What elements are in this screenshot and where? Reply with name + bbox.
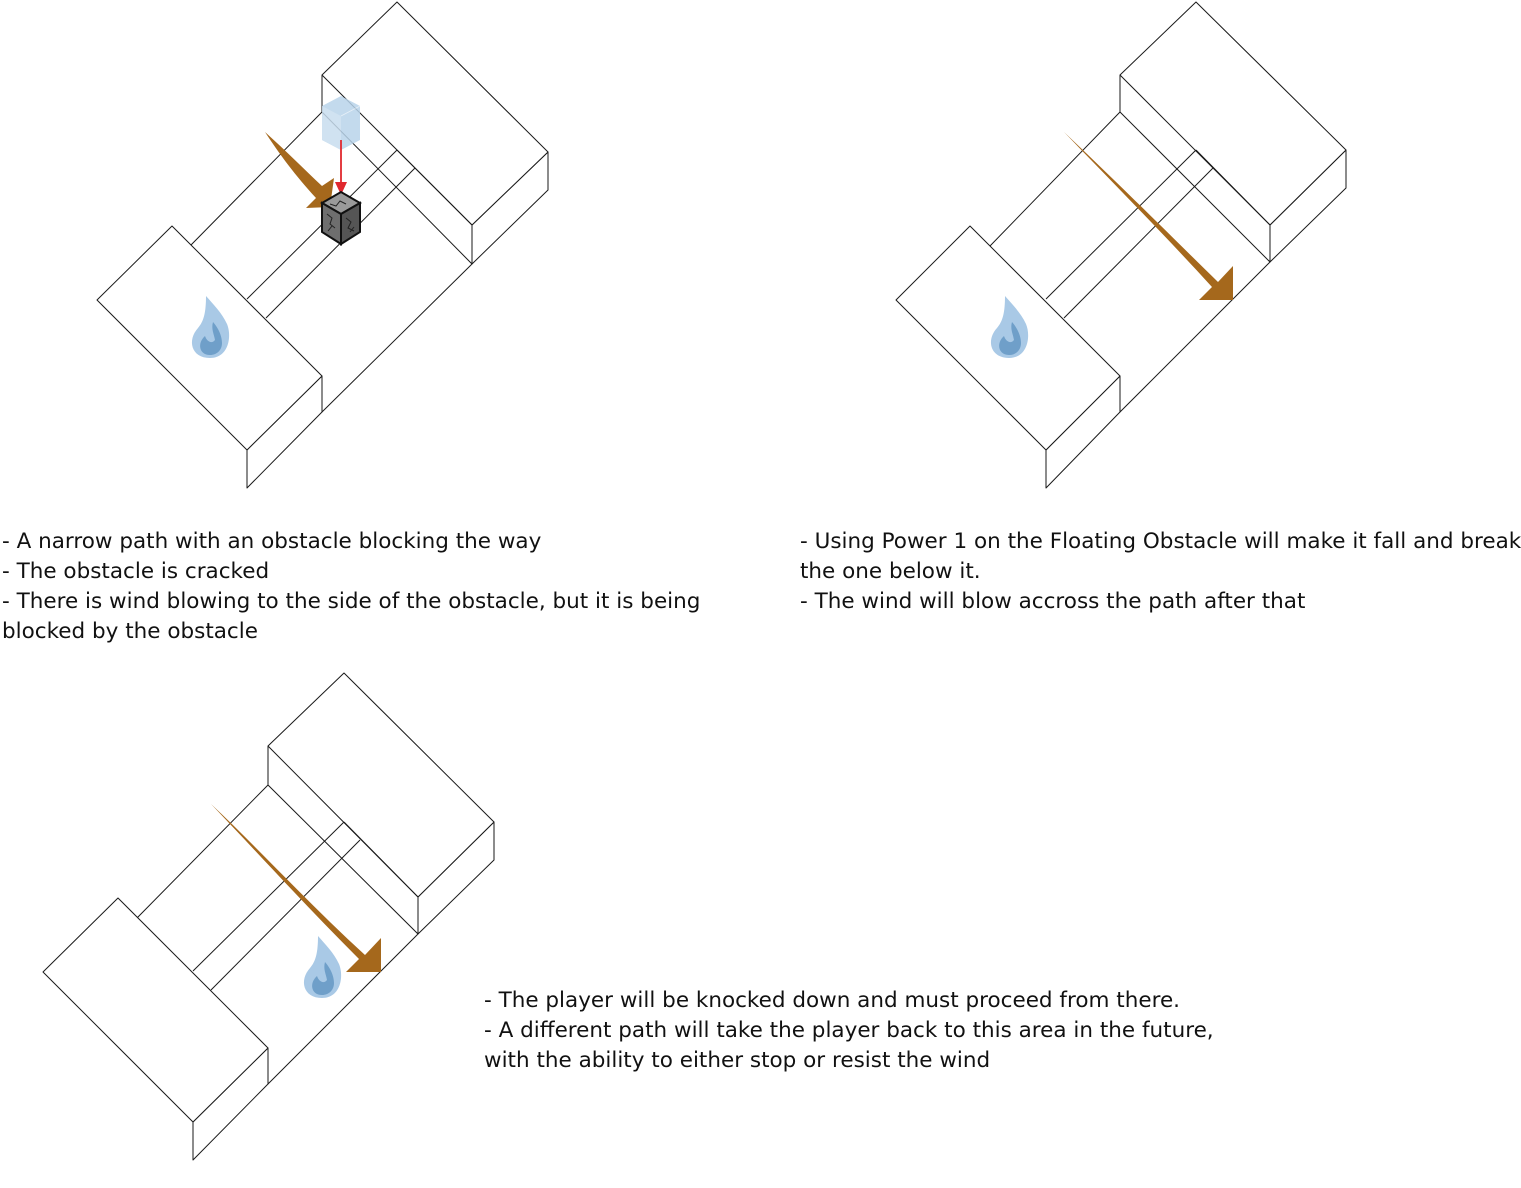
panel-2-scene	[895, 1, 1347, 489]
caption-line: - A different path will take the player …	[484, 1018, 1214, 1043]
fall-arrow-icon	[335, 140, 347, 195]
caption-line: - The wind will blow accross the path af…	[800, 589, 1306, 614]
flame-icon	[990, 296, 1029, 358]
panel-3-scene	[42, 672, 495, 1161]
caption-line: - A narrow path with an obstacle blockin…	[2, 529, 542, 554]
caption-line: with the ability to either stop or resis…	[484, 1048, 991, 1073]
front-block	[42, 897, 269, 1161]
cracked-block-icon	[320, 190, 362, 246]
flame-icon	[303, 936, 342, 998]
panel-2-caption: - Using Power 1 on the Floating Obstacle…	[800, 527, 1521, 617]
caption-line: - The obstacle is cracked	[2, 559, 270, 584]
caption-line: - The player will be knocked down and mu…	[484, 988, 1180, 1013]
wind-arrow-icon	[265, 132, 334, 208]
wind-arrow-icon	[211, 804, 381, 972]
caption-line: blocked by the obstacle	[2, 619, 258, 644]
panel-3-caption: - The player will be knocked down and mu…	[484, 986, 1214, 1076]
caption-line: the one below it.	[800, 559, 981, 584]
middle-platform	[136, 784, 419, 1085]
panel-1-caption: - A narrow path with an obstacle blockin…	[2, 527, 700, 647]
back-block	[267, 672, 495, 935]
wind-arrow-icon	[1064, 132, 1233, 300]
caption-line: - There is wind blowing to the side of t…	[2, 589, 701, 614]
panel-1-scene	[96, 1, 549, 489]
caption-line: - Using Power 1 on the Floating Obstacle…	[800, 529, 1521, 554]
flame-icon	[191, 296, 230, 358]
floating-block-icon	[322, 96, 361, 150]
